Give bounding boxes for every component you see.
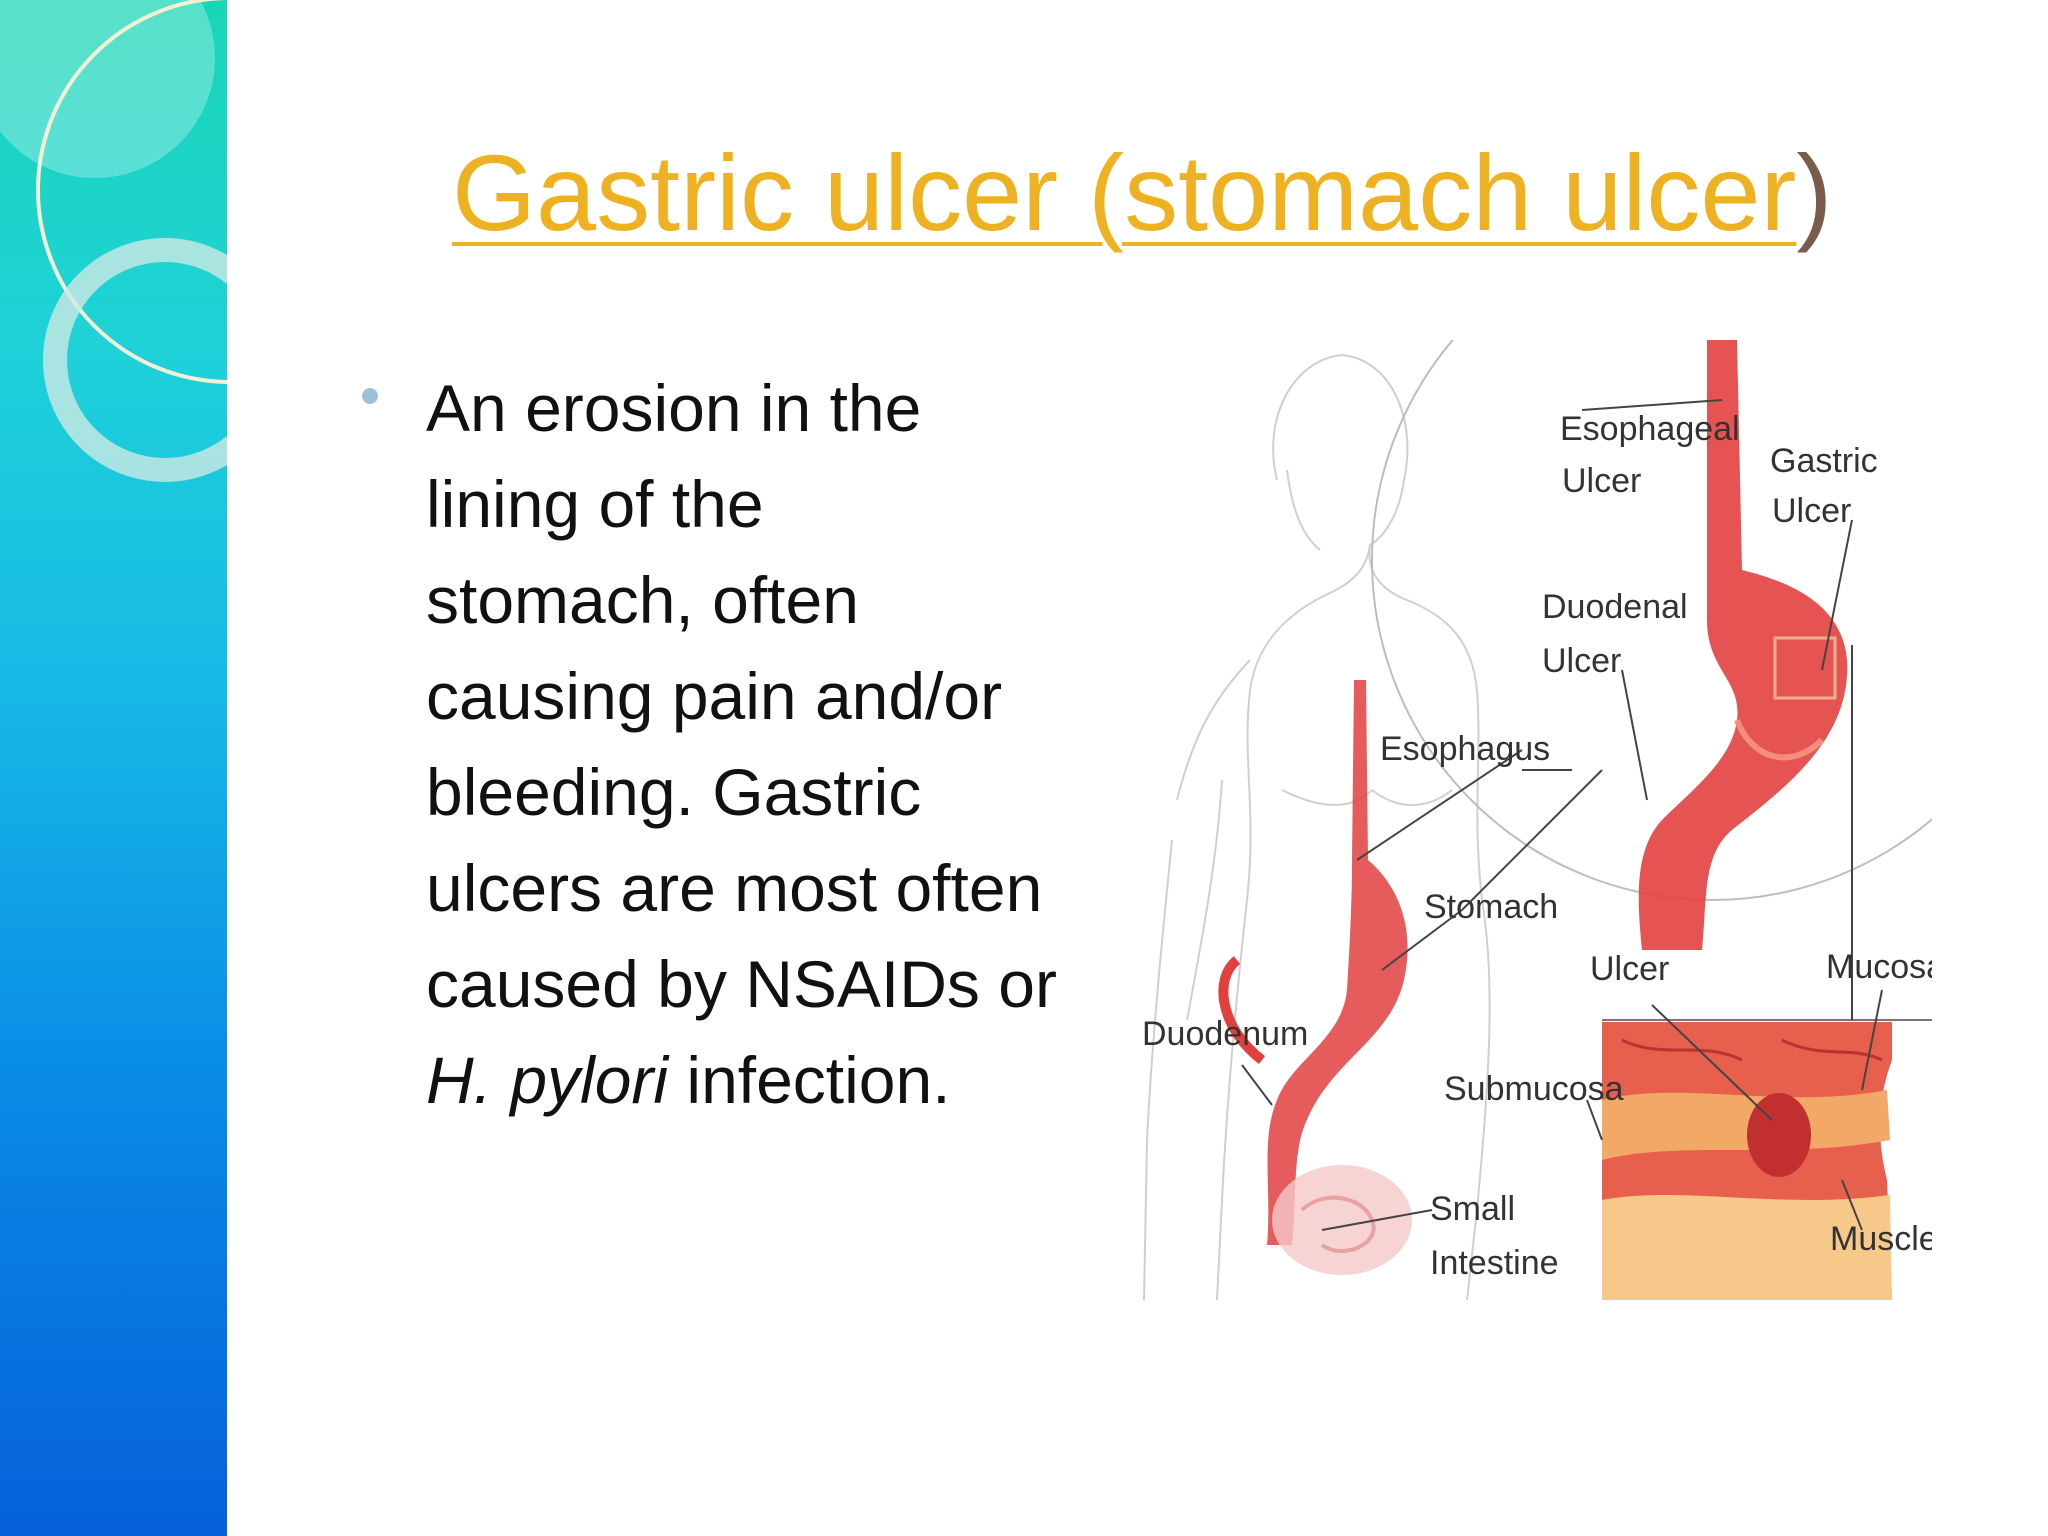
body-paragraph: An erosion in the lining of the stomach, o… [426,360,1126,1128]
zoom-circle [1371,340,1932,901]
label-duodenal-ulcer-line1: Duodenal [1542,588,1688,626]
body-italic-term: H. pylori [426,1043,669,1117]
label-ulcer: Ulcer [1590,950,1669,988]
stomach-ulcer-diagram: Esophageal Ulcer Gastric Ulcer Duodenal … [1142,340,1932,1300]
diagram-labels: Esophageal Ulcer Gastric Ulcer Duodenal … [1142,410,1932,1282]
bullet-dot [362,388,378,404]
label-duodenum: Duodenum [1142,1015,1308,1053]
label-small-intestine-line2: Intestine [1430,1244,1559,1282]
slide-title-close-paren: ) [1796,132,1833,253]
label-gastric-ulcer-line2: Ulcer [1772,492,1851,530]
body-line: causing pain and/or [426,659,1003,733]
label-stomach: Stomach [1424,888,1558,926]
label-muscle: Muscle [1830,1220,1932,1258]
body-line: stomach, often [426,563,859,637]
body-line: caused by NSAIDs or [426,947,1057,1021]
zoomed-stomach [1638,340,1848,950]
label-esophageal-ulcer-line2: Ulcer [1562,462,1641,500]
slide-title-text: Gastric ulcer (stomach ulcer [452,132,1797,253]
decorative-sidebar [0,0,227,1536]
stomach-illustration [1218,680,1412,1275]
body-line: An erosion in the [426,371,922,445]
body-outline [1143,353,1491,1300]
body-line-end: infection. [668,1043,951,1117]
body-line: bleeding. Gastric [426,755,922,829]
label-duodenal-ulcer-line2: Ulcer [1542,642,1621,680]
label-esophageal-ulcer-line1: Esophageal [1560,410,1740,448]
label-mucosa: Mucosa [1826,948,1932,986]
tissue-cross-section [1602,1019,1932,1300]
decorative-circles-graphic [0,0,227,482]
body-line: lining of the [426,467,764,541]
leader-lines [1241,399,1883,1231]
label-esophagus: Esophagus [1380,730,1550,768]
label-submucosa: Submucosa [1444,1070,1624,1108]
slide-title: Gastric ulcer (stomach ulcer) [452,128,1892,258]
label-gastric-ulcer-line1: Gastric [1770,442,1878,480]
body-line: ulcers are most often [426,851,1043,925]
label-small-intestine-line1: Small [1430,1190,1515,1228]
